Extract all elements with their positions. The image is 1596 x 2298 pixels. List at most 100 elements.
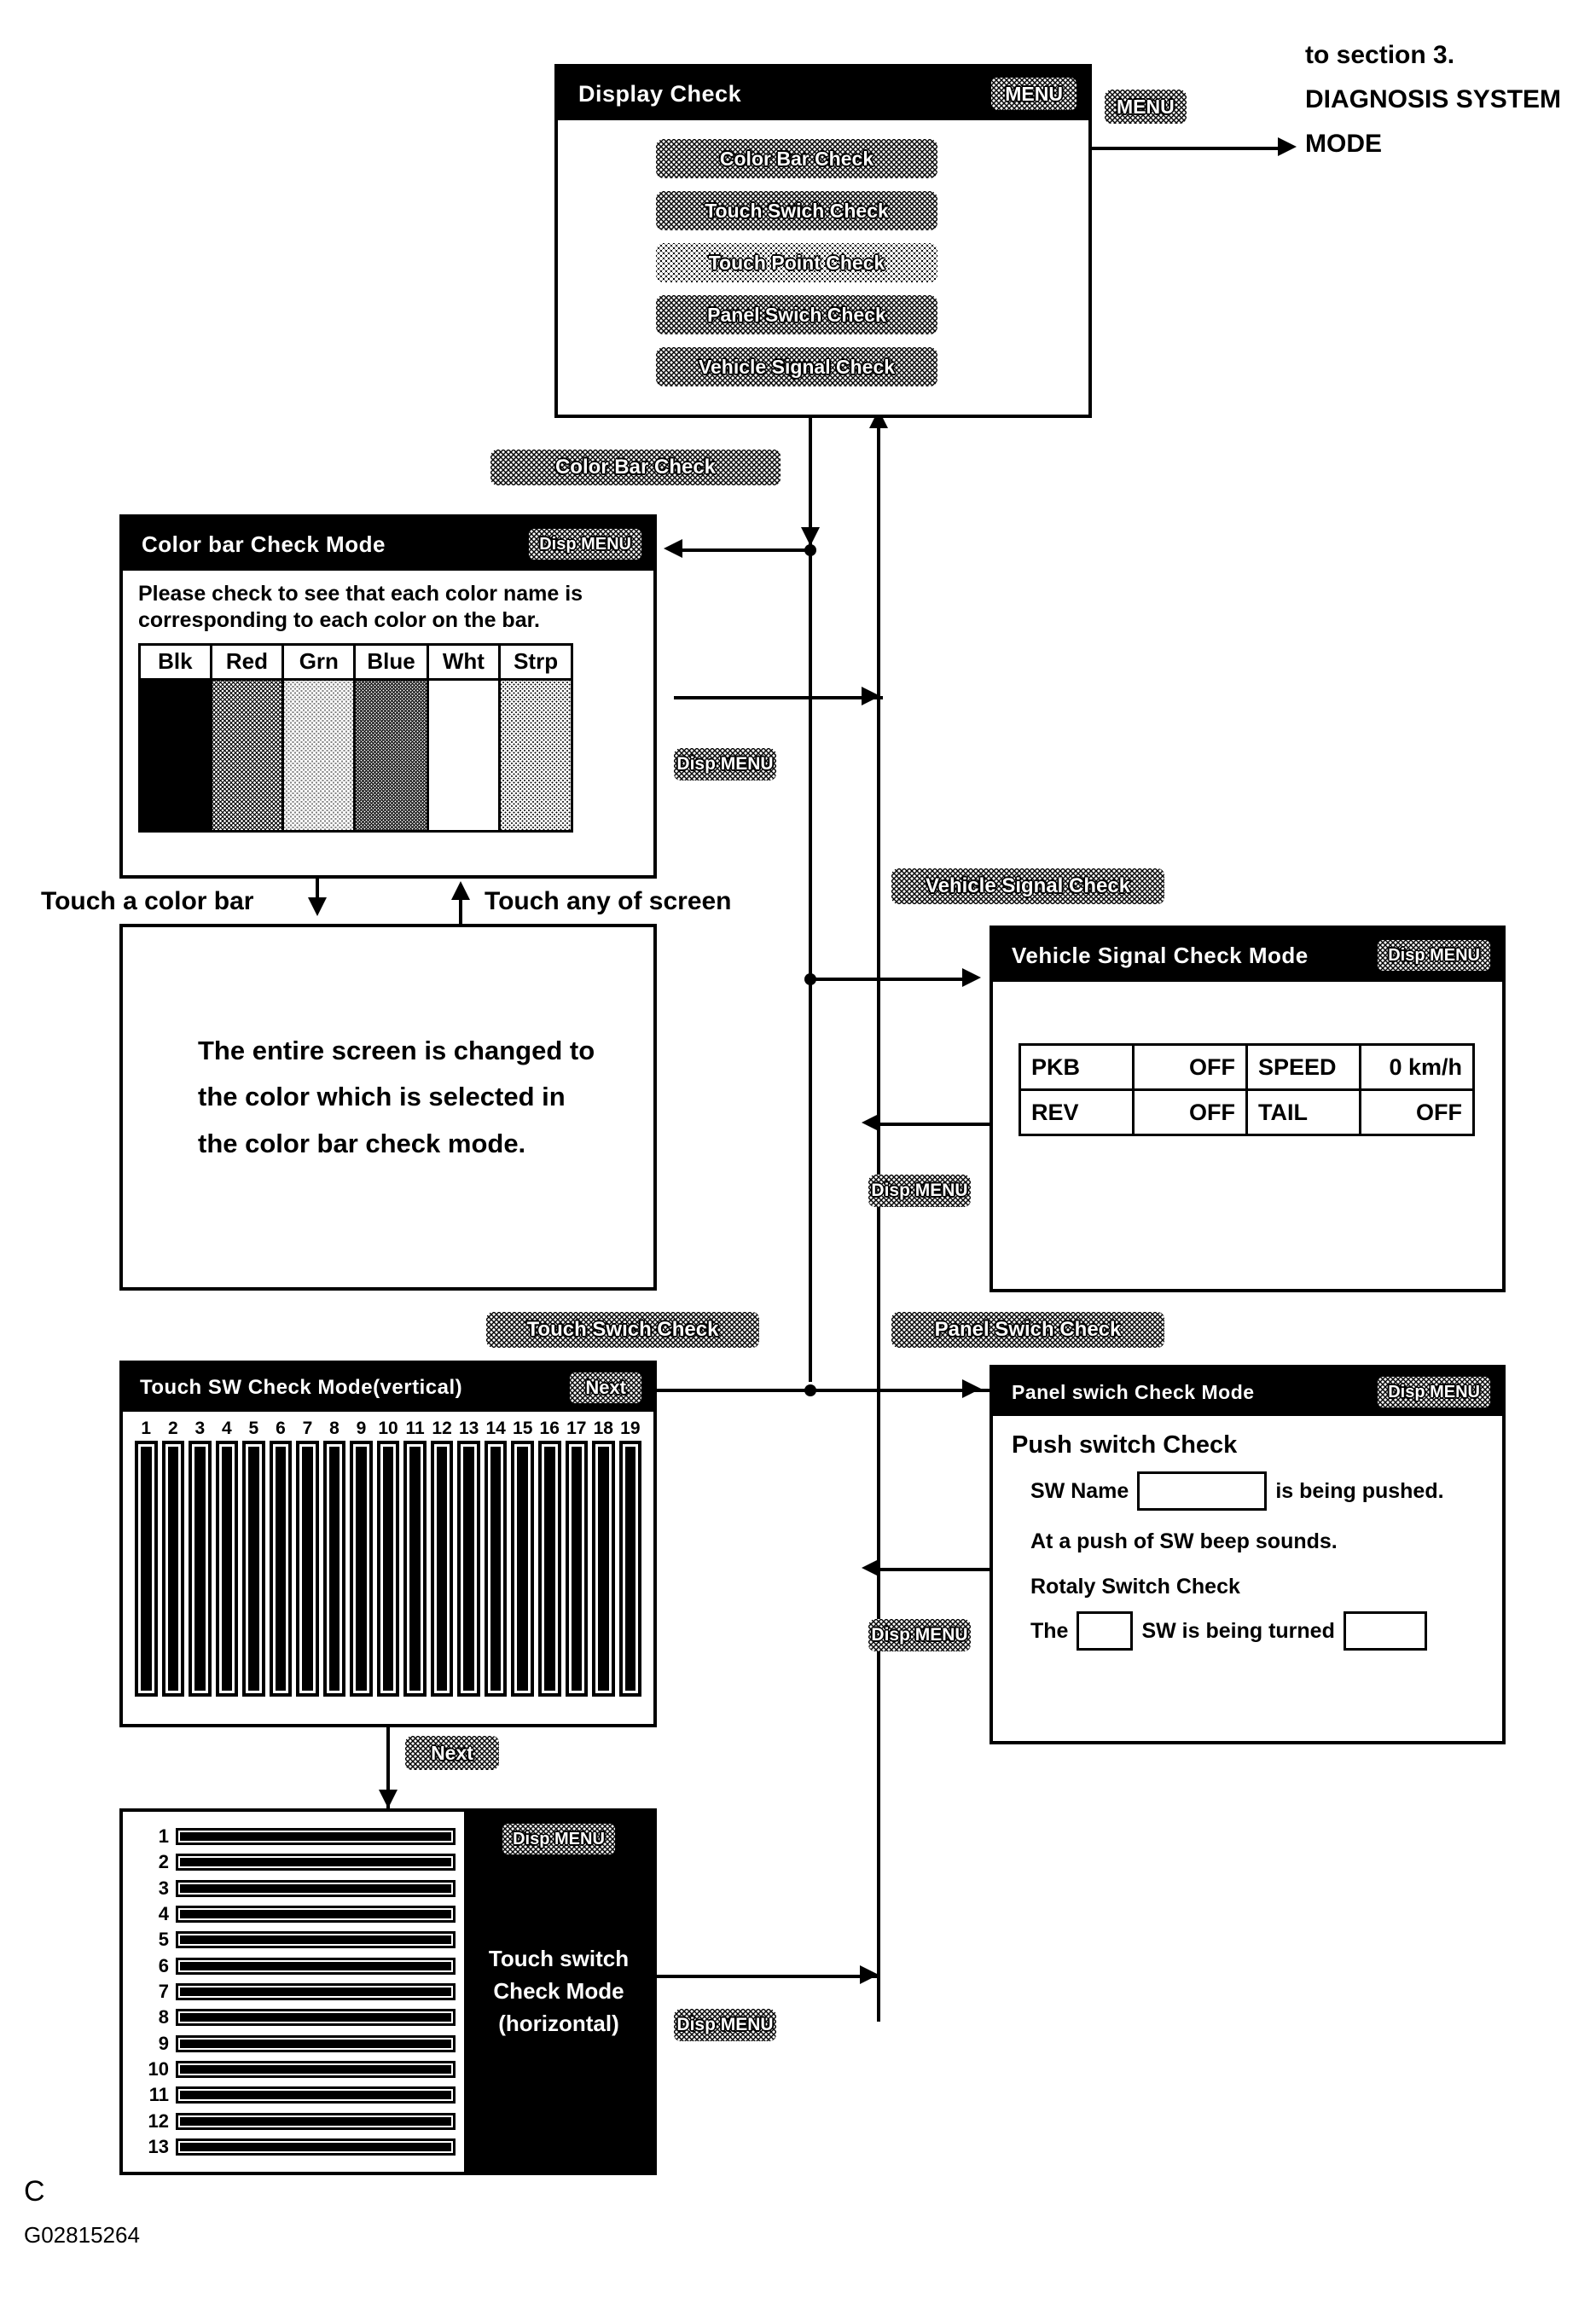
- touch-sw-vertical-numbers: 1 2 3 4 5 6 7 8 9 10 11 12 13 14 15 16 1…: [135, 1419, 641, 1439]
- touch-sw-bar-vertical[interactable]: [430, 1441, 454, 1697]
- sw-name-field[interactable]: [1137, 1471, 1268, 1511]
- touch-sw-bar-vertical[interactable]: [161, 1441, 185, 1697]
- touch-any-of-screen-label: Touch any of screen: [485, 887, 732, 915]
- touch-sw-bar-horizontal[interactable]: [176, 1905, 456, 1923]
- touch-sw-bar-horizontal[interactable]: [176, 1879, 456, 1897]
- touch-sw-bar-horizontal[interactable]: [176, 1828, 456, 1845]
- display-check-body: Color Bar Check Touch Swich Check Touch …: [558, 120, 1088, 418]
- touch-sw-bar-vertical[interactable]: [565, 1441, 589, 1697]
- menu-item-panel-swich-check[interactable]: Panel Swich Check: [656, 295, 937, 334]
- touch-sw-bar-vertical[interactable]: [511, 1441, 534, 1697]
- touch-sw-bar-horizontal[interactable]: [176, 2138, 456, 2156]
- color-fill-line2: the color which is selected in: [198, 1082, 566, 1112]
- signal-name-speed: SPEED: [1245, 1043, 1361, 1091]
- touch-sw-bar-vertical[interactable]: [484, 1441, 508, 1697]
- touch-sw-bar-vertical[interactable]: [269, 1441, 293, 1697]
- signal-name-pkb: PKB: [1019, 1043, 1135, 1091]
- beep-text: At a push of SW beep sounds.: [1030, 1529, 1338, 1553]
- caption-line1: Touch switch: [488, 1946, 630, 1972]
- color-swatch-blk[interactable]: [138, 677, 212, 833]
- color-bar-disp-menu-button[interactable]: Disp MENU: [529, 529, 641, 560]
- touch-sw-horizontal-disp-menu-button[interactable]: Disp MENU: [502, 1824, 615, 1854]
- touch-sw-vertical-bars: [135, 1441, 642, 1697]
- touch-sw-bar-vertical[interactable]: [242, 1441, 265, 1697]
- touch-sw-bar-vertical[interactable]: [403, 1441, 427, 1697]
- exit-menu-chip[interactable]: MENU: [1105, 90, 1187, 124]
- touch-sw-bar-horizontal[interactable]: [176, 2009, 456, 2027]
- color-bar-instruction-line1: Please check to see that each color name…: [138, 582, 583, 606]
- flow-arrow-right-panelsw: [962, 1379, 981, 1398]
- vehicle-signal-disp-menu-button[interactable]: Disp MENU: [1378, 940, 1490, 971]
- flow-arrow-right-horiz-return: [860, 1965, 879, 1984]
- tsh-num: 2: [158, 1851, 169, 1873]
- flow-arrow-right-colorbar-return: [862, 687, 880, 705]
- rotary-direction-field[interactable]: [1343, 1611, 1427, 1651]
- color-fill-screen[interactable]: The entire screen is changed to the colo…: [119, 924, 657, 1291]
- touch-sw-bar-vertical[interactable]: [457, 1441, 480, 1697]
- tsv-num: 14: [485, 1419, 506, 1438]
- tsv-num: 8: [329, 1419, 340, 1438]
- touch-sw-bar-vertical[interactable]: [592, 1441, 615, 1697]
- touch-sw-bar-horizontal[interactable]: [176, 1854, 456, 1871]
- menu-button[interactable]: MENU: [991, 78, 1077, 110]
- touch-sw-bar-horizontal[interactable]: [176, 2060, 456, 2078]
- touch-sw-vertical-screen: Touch SW Check Mode(vertical) Next 1 2 3…: [119, 1361, 657, 1727]
- color-fill-line3: the color bar check mode.: [198, 1128, 526, 1158]
- exit-text-line1: to section 3.: [1305, 41, 1455, 69]
- menu-item-touch-point-check[interactable]: Touch Point Check: [656, 243, 937, 282]
- flow-arrow-down-colorbar: [801, 527, 820, 546]
- touch-sw-bar-vertical[interactable]: [537, 1441, 561, 1697]
- color-swatch-red[interactable]: [209, 677, 285, 833]
- menu-item-touch-swich-check[interactable]: Touch Swich Check: [656, 191, 937, 230]
- tsv-num: 16: [539, 1419, 560, 1438]
- touch-sw-bar-horizontal[interactable]: [176, 1957, 456, 1975]
- flow-line-colorbar-return: [674, 696, 883, 699]
- touch-sw-bar-horizontal[interactable]: [176, 2034, 456, 2052]
- tsv-num: 6: [276, 1419, 286, 1438]
- tsh-num: 13: [148, 2135, 169, 2157]
- color-swatch-blue[interactable]: [353, 677, 429, 833]
- flow-arrow-down-to-fill: [308, 897, 327, 916]
- caption-line3: (horizontal): [498, 2010, 619, 2036]
- touch-sw-bar-vertical[interactable]: [618, 1441, 642, 1697]
- tsh-num: 6: [158, 1954, 169, 1976]
- touch-sw-horizontal-row: 12: [128, 2110, 456, 2133]
- menu-item-color-bar-check[interactable]: Color Bar Check: [656, 139, 937, 178]
- rotary-middle: SW is being turned: [1141, 1618, 1335, 1643]
- color-swatch-wht[interactable]: [426, 677, 502, 833]
- touch-sw-bar-vertical[interactable]: [135, 1441, 158, 1697]
- touch-sw-bar-vertical[interactable]: [350, 1441, 373, 1697]
- rotary-sw-field[interactable]: [1077, 1611, 1134, 1651]
- touch-sw-horizontal-row: 5: [128, 1929, 456, 1951]
- panel-switch-disp-menu-button[interactable]: Disp MENU: [1378, 1377, 1490, 1407]
- vehicle-signal-row-1: PKB OFF SPEED 0 km/h: [1019, 1043, 1475, 1091]
- touch-sw-bar-vertical[interactable]: [189, 1441, 212, 1697]
- touch-sw-bar-vertical[interactable]: [296, 1441, 319, 1697]
- color-swatch-grn[interactable]: [281, 677, 357, 833]
- flow-line-spine-b: [877, 427, 880, 2022]
- connector-disp-menu-panelsw: Disp MENU: [868, 1619, 971, 1651]
- touch-sw-bar-horizontal[interactable]: [176, 1982, 456, 2000]
- menu-item-vehicle-signal-check[interactable]: Vehicle Signal Check: [656, 347, 937, 386]
- touch-sw-bar-vertical[interactable]: [215, 1441, 239, 1697]
- tsv-num: 18: [593, 1419, 613, 1438]
- touch-sw-bar-horizontal[interactable]: [176, 2086, 456, 2104]
- color-swatch-strp[interactable]: [498, 677, 573, 833]
- touch-sw-bar-horizontal[interactable]: [176, 2112, 456, 2130]
- touch-sw-bar-vertical[interactable]: [322, 1441, 346, 1697]
- panel-switch-body: Push switch Check SW Name is being pushe…: [993, 1416, 1502, 1651]
- touch-a-color-bar-label: Touch a color bar: [41, 887, 254, 915]
- touch-sw-bar-vertical[interactable]: [376, 1441, 400, 1697]
- panel-switch-titlebar: Panel swich Check Mode Disp MENU: [993, 1368, 1502, 1416]
- flow-arrow-down-next: [379, 1790, 398, 1808]
- touch-sw-bar-horizontal[interactable]: [176, 1931, 456, 1949]
- color-swatch-label-wht: Wht: [426, 642, 502, 681]
- touch-sw-next-button[interactable]: Next: [570, 1372, 641, 1403]
- flow-line-spine-a: [809, 418, 812, 1382]
- flow-line-to-vehicle: [809, 978, 962, 981]
- figure-revision-letter: C: [24, 2175, 45, 2208]
- tsv-num: 11: [405, 1419, 425, 1438]
- figure-id: G02815264: [24, 2222, 140, 2248]
- panel-switch-title: Panel swich Check Mode: [1012, 1380, 1255, 1403]
